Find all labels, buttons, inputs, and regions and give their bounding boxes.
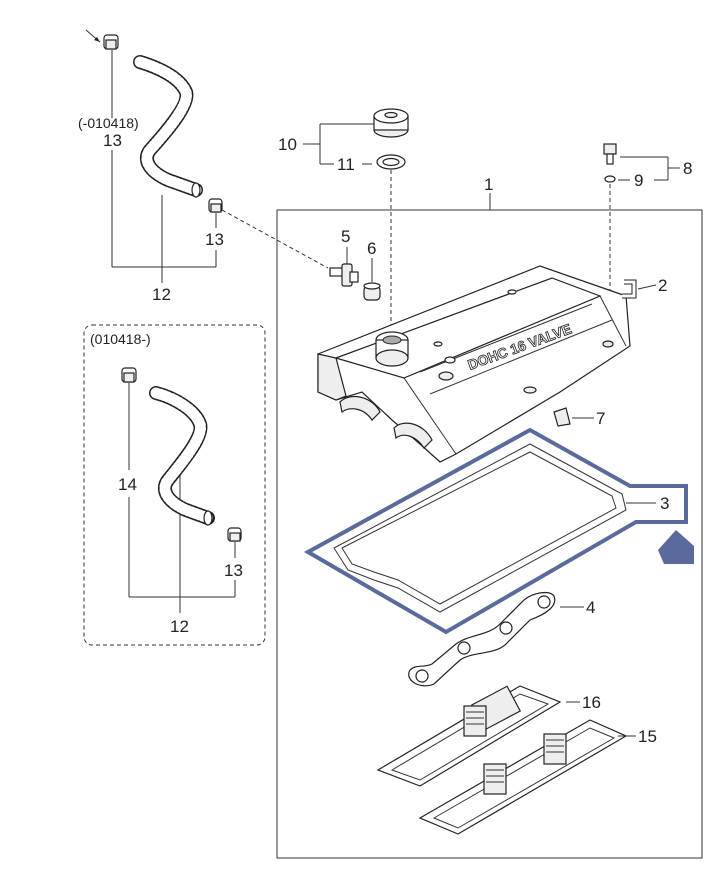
hose-group-late: (010418-) 14 13 12 (83, 324, 266, 646)
pcv-pipe: 2 (622, 276, 667, 299)
hose-clamp-icon (103, 34, 119, 50)
callout-13-late: 13 (224, 561, 243, 580)
date-range-late: (010418-) (90, 331, 151, 347)
spark-plug-gasket: 4 (408, 591, 595, 687)
cover-clip: 7 (553, 407, 605, 428)
callout-1: 1 (484, 175, 493, 194)
callout-6: 6 (367, 239, 376, 258)
gasket-highlight-outline (303, 427, 688, 635)
callout-3: 3 (660, 494, 669, 513)
insulator-upper: 16 (376, 685, 601, 787)
hose-group-early: (-010418) 13 13 12 (78, 29, 329, 304)
cylinder-head-cover: DOHC 16 VALVE (317, 265, 631, 463)
callout-5: 5 (341, 227, 350, 246)
highlight-arrow-icon (658, 530, 694, 564)
pcv-fittings: 5 6 (329, 227, 381, 301)
callout-13-top: 13 (103, 131, 122, 150)
callout-4: 4 (586, 598, 595, 617)
callout-15: 15 (638, 727, 657, 746)
late-group-frame (83, 324, 266, 646)
hose-clamp-icon (121, 367, 137, 383)
date-range-early: (-010418) (78, 115, 139, 131)
callout-8: 8 (683, 159, 692, 178)
hose-clamp-icon (227, 527, 242, 542)
hose-clamp-icon (208, 198, 223, 213)
callout-13-right: 13 (205, 230, 224, 249)
oil-filler-cap: 10 11 (278, 108, 409, 330)
callout-7: 7 (596, 409, 605, 428)
callout-14: 14 (118, 475, 137, 494)
callout-10: 10 (278, 135, 297, 154)
callout-12-top: 12 (152, 285, 171, 304)
callout-16: 16 (582, 693, 601, 712)
callout-12-late: 12 (170, 617, 189, 636)
insulator-lower: 15 (418, 719, 657, 835)
cover-gasket: 3 (303, 427, 694, 635)
callout-11: 11 (337, 155, 355, 174)
callout-9: 9 (634, 171, 643, 190)
cover-bolt: 8 9 (603, 143, 692, 310)
callout-2: 2 (658, 276, 667, 295)
